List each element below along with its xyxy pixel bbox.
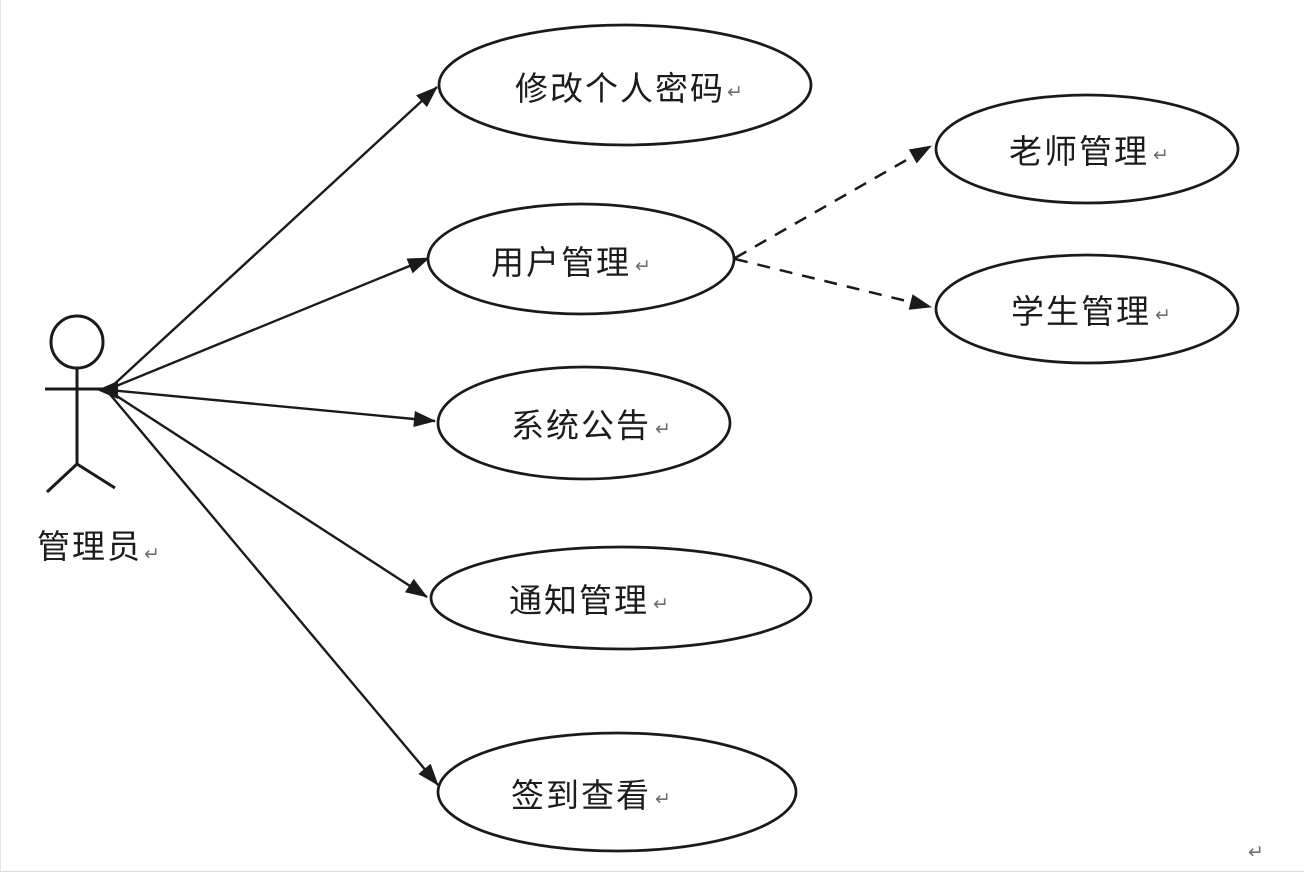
- paragraph-mark: ↵: [144, 543, 160, 565]
- dashed-arrow-user-to-teacher-management: [734, 144, 932, 260]
- usecase-label-teacher-management: 老师管理: [1009, 134, 1149, 171]
- usecase-ellipse-teacher-management: [934, 93, 1240, 205]
- actor-head: [49, 314, 105, 370]
- paragraph-mark: ↵: [655, 788, 671, 810]
- arrow-admin-to-change-password: [108, 86, 438, 390]
- usecase-ellipse-student-management: [934, 253, 1240, 365]
- paragraph-mark: ↵: [1155, 304, 1171, 326]
- usecase-label-user-management: 用户管理: [491, 245, 631, 282]
- usecase-ellipse-change-password: [437, 23, 813, 147]
- arrowhead-at-actor: [97, 381, 118, 399]
- paragraph-mark: ↵: [635, 255, 651, 277]
- usecase-ellipse-user-management: [426, 202, 736, 316]
- usecase-label-change-password: 修改个人密码: [515, 71, 725, 108]
- arrow-admin-to-user-management: [108, 256, 430, 391]
- paragraph-mark-corner: ↵: [1248, 841, 1264, 863]
- arrow-admin-to-notice-management: [108, 389, 428, 599]
- actor-admin-figure: [45, 314, 116, 494]
- usecase-ellipse-system-announcement: [436, 365, 732, 481]
- actor-left-leg: [45, 462, 79, 494]
- usecase-label-student-management: 学生管理: [1011, 294, 1151, 331]
- usecase-label-system-announcement: 系统公告: [511, 408, 651, 445]
- arrow-admin-to-system-announcement: [108, 388, 436, 427]
- usecase-ellipse-notice-management: [429, 545, 813, 651]
- paragraph-mark: ↵: [655, 418, 671, 440]
- usecase-label-notice-management: 通知管理: [509, 583, 649, 620]
- paragraph-mark: ↵: [1153, 144, 1169, 166]
- actor-label: 管理员: [37, 529, 142, 566]
- dashed-arrow-user-to-student-management: [734, 257, 932, 310]
- usecase-label-checkin-view: 签到查看: [511, 778, 651, 815]
- paragraph-mark: ↵: [727, 81, 743, 103]
- arrow-admin-to-checkin-view: [107, 391, 439, 786]
- usecase-ellipse-checkin-view: [436, 731, 798, 853]
- actor-right-leg: [76, 462, 116, 490]
- paragraph-mark: ↵: [653, 593, 669, 615]
